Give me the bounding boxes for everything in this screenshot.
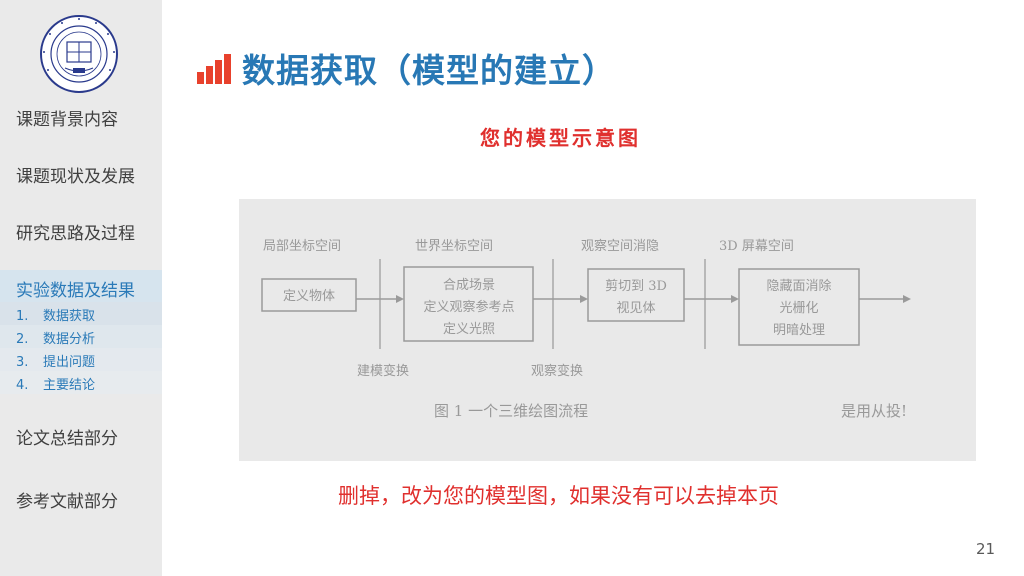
pipeline-box xyxy=(261,278,357,312)
pipeline-diagram: 局部坐标空间 世界坐标空间 观察空间消隐 3D 屏幕空间 定义物体 合成场景 定… xyxy=(261,239,911,420)
stage-label: 世界坐标空间 xyxy=(415,239,493,254)
box-text: 隐藏面消除 xyxy=(766,279,831,294)
page-number: 21 xyxy=(976,540,996,558)
box-text: 明暗处理 xyxy=(773,323,825,338)
sidebar-subitem-data-analysis[interactable]: 2.数据分析 xyxy=(16,332,96,347)
sidebar-subitem-problems[interactable]: 3.提出问题 xyxy=(16,355,96,370)
sub-item-band xyxy=(0,325,162,348)
flow-arrows xyxy=(356,295,911,303)
pipeline-figure: 局部坐标空间 世界坐标空间 观察空间消隐 3D 屏幕空间 定义物体 合成场景 定… xyxy=(239,199,976,461)
figure-side-text: 是用从投! xyxy=(841,402,907,420)
pipeline-box xyxy=(587,268,685,322)
stage-label: 观察空间消隐 xyxy=(581,239,659,254)
sidebar-subitem-conclusions[interactable]: 4.主要结论 xyxy=(16,378,96,393)
box-text: 定义观察参考点 xyxy=(423,299,514,315)
transform-label: 建模变换 xyxy=(357,363,409,379)
sidebar-item-references[interactable]: 参考文献部分 xyxy=(16,492,118,512)
transform-label: 观察变换 xyxy=(531,363,583,379)
pipeline-box xyxy=(738,268,860,346)
box-text: 定义光照 xyxy=(443,322,495,337)
box-text: 剪切到 3D xyxy=(605,278,667,294)
box-text: 光栅化 xyxy=(779,301,818,316)
sub-item-band xyxy=(0,302,162,325)
sub-item-band xyxy=(0,348,162,371)
pipeline-box xyxy=(403,266,534,342)
sidebar-item-experiment[interactable]: 实验数据及结果 xyxy=(16,281,135,301)
sidebar-item-status[interactable]: 课题现状及发展 xyxy=(16,167,135,187)
sidebar: 课题背景内容 课题现状及发展 研究思路及过程 实验数据及结果 1.数据获取 2.… xyxy=(0,0,162,576)
stage-label: 局部坐标空间 xyxy=(263,239,341,254)
sidebar-item-research[interactable]: 研究思路及过程 xyxy=(16,224,135,244)
box-text: 定义物体 xyxy=(283,289,335,304)
box-text: 视见体 xyxy=(616,301,655,316)
figure-caption: 图 1 一个三维绘图流程 xyxy=(434,402,588,420)
box-text: 合成场景 xyxy=(443,278,495,293)
sub-item-band xyxy=(0,371,162,394)
sidebar-item-background[interactable]: 课题背景内容 xyxy=(16,110,118,130)
stage-label: 3D 屏幕空间 xyxy=(719,239,794,254)
sidebar-active-highlight xyxy=(0,270,162,302)
figure-subtitle: 您的模型示意图 xyxy=(480,126,641,150)
university-seal-icon xyxy=(40,15,118,93)
sidebar-subitem-data-acquisition[interactable]: 1.数据获取 xyxy=(16,309,96,324)
page-title: 数据获取（模型的建立） xyxy=(242,51,616,90)
instruction-note: 删掉，改为您的模型图，如果没有可以去掉本页 xyxy=(338,484,779,508)
sidebar-item-summary[interactable]: 论文总结部分 xyxy=(16,429,118,449)
bar-chart-icon xyxy=(197,54,231,84)
